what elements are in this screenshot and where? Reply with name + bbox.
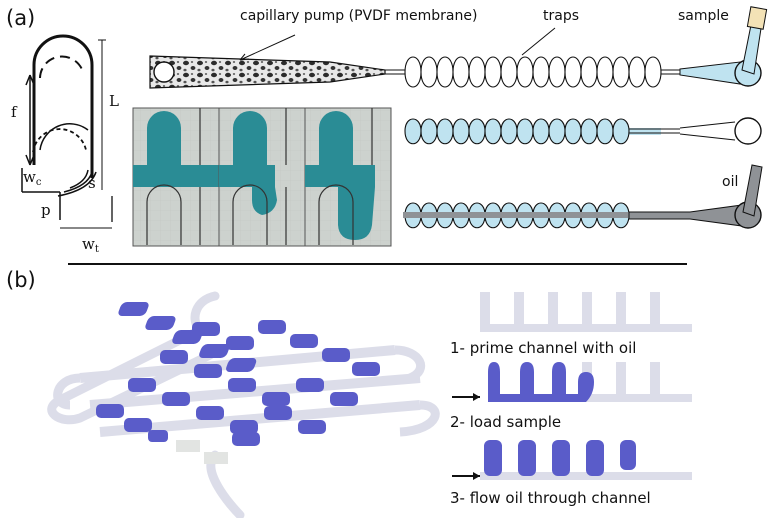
middle-traps-lower bbox=[404, 130, 630, 145]
traps-annotation: traps bbox=[543, 8, 580, 24]
panel-label-a: (a) bbox=[6, 6, 36, 30]
trap-neck-3 bbox=[57, 171, 97, 197]
step-2-caption: 2- load sample bbox=[450, 413, 562, 431]
label-s: s bbox=[88, 174, 96, 192]
label-L: L bbox=[109, 92, 119, 110]
middle-traps-upper bbox=[404, 118, 630, 132]
oil-channel-fill bbox=[403, 212, 638, 218]
pipette-top bbox=[746, 6, 768, 30]
trap-dashed-arc bbox=[39, 55, 84, 79]
sample-inlet-channel bbox=[679, 61, 741, 85]
step-3-caption: 3- flow oil through channel bbox=[450, 489, 651, 507]
device-bottom-row bbox=[403, 164, 763, 229]
trap-dotted-arc bbox=[32, 128, 87, 153]
device-top-row bbox=[149, 6, 768, 89]
trap-neck-1 bbox=[69, 169, 89, 189]
traps-upper bbox=[404, 56, 662, 73]
oil-annotation: oil bbox=[722, 174, 739, 190]
trap-neck-2 bbox=[63, 171, 93, 193]
label-wt: wt bbox=[82, 235, 99, 255]
label-wt-sub: t bbox=[94, 244, 99, 255]
capillary-pump-membrane bbox=[149, 55, 386, 89]
step-3-diagram bbox=[452, 440, 692, 480]
middle-reservoir bbox=[734, 117, 762, 145]
isometric-chip bbox=[47, 291, 440, 518]
pump-annotation: capillary pump (PVDF membrane) bbox=[240, 8, 478, 24]
traps-lower bbox=[404, 71, 662, 88]
step-2-diagram bbox=[452, 362, 692, 404]
trap-outline bbox=[32, 34, 94, 178]
oil-inlet-channel bbox=[628, 204, 743, 227]
chip-chambers bbox=[96, 302, 380, 464]
trap-meniscus bbox=[39, 123, 89, 151]
loaded-sample-shape bbox=[488, 362, 594, 402]
sample-annotation: sample bbox=[678, 8, 729, 24]
label-wt-w: w bbox=[82, 235, 95, 253]
label-p: p bbox=[41, 201, 51, 219]
step-1-caption: 1- prime channel with oil bbox=[450, 339, 637, 357]
device-middle-row bbox=[404, 117, 762, 145]
traps-pointer-line bbox=[521, 27, 556, 56]
micrograph-2 bbox=[218, 107, 306, 247]
micrograph-3 bbox=[304, 107, 392, 247]
micrograph-1 bbox=[132, 107, 220, 247]
oil-pipette-tip bbox=[742, 164, 763, 217]
label-wc: wc bbox=[23, 168, 41, 188]
f-arrowheads bbox=[25, 74, 35, 166]
panel-label-b: (b) bbox=[6, 268, 36, 292]
trap-geometry-sketch bbox=[21, 34, 113, 229]
micrograph-panels bbox=[132, 107, 392, 247]
label-wc-sub: c bbox=[35, 177, 42, 188]
label-f: f bbox=[11, 103, 17, 121]
pump-pointer-line bbox=[239, 34, 296, 61]
step-1-diagram bbox=[480, 292, 692, 332]
label-wc-w: w bbox=[23, 168, 36, 186]
